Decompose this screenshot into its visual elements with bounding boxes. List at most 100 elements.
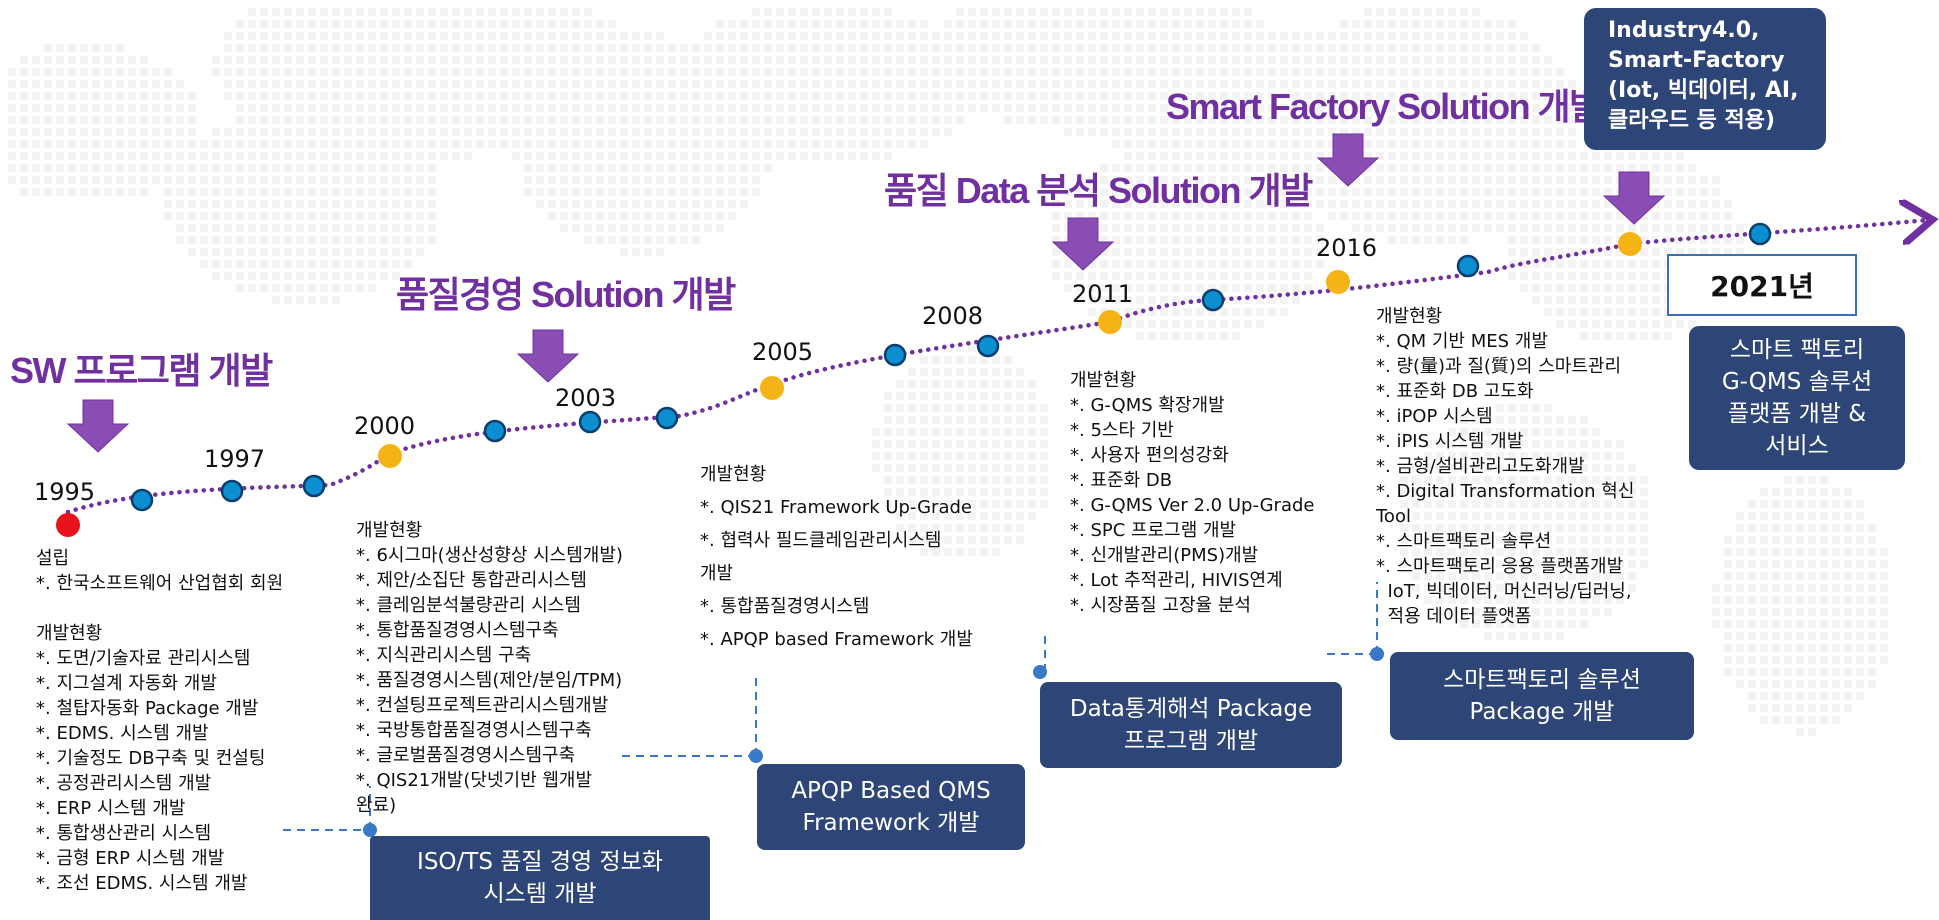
text-2011-line: *. G-QMS 확장개발: [1070, 395, 1225, 416]
connector-dot: [749, 749, 763, 763]
text-2000-line: *. QIS21개발(닷넷기반 웹개발: [356, 770, 593, 791]
text-1995-line: 개발현황: [36, 623, 103, 644]
text-2011-line: *. 시장품질 고장율 분석: [1070, 595, 1251, 616]
text-2011-line: *. 5스타 기반: [1070, 420, 1174, 441]
year-2021-box: 2021년: [1667, 254, 1857, 316]
milestone-node: [1618, 232, 1642, 256]
text-2011-line: *. SPC 프로그램 개발: [1070, 520, 1237, 541]
industry40-line: Industry4.0,: [1608, 18, 1760, 43]
text-1995-line: *. 한국소프트웨어 산업협회 회원: [36, 573, 284, 594]
text-2016-line: *. 금형/설비관리고도화개발: [1376, 456, 1585, 477]
connector-dot: [363, 823, 377, 837]
box-iso-line: 시스템 개발: [483, 881, 597, 907]
timeline-node: [1201, 288, 1225, 312]
text-2005-line: 개발: [700, 563, 734, 584]
industry40-line: 클라우드 등 적용): [1608, 108, 1776, 133]
start-node: [56, 513, 80, 537]
text-2016-line: *. QM 기반 MES 개발: [1376, 331, 1548, 352]
text-block-1995: 설립 *. 한국소프트웨어 산업협회 회원 개발현황 *. 도면/기술자료 관리…: [36, 546, 283, 896]
down-arrow-icon: [66, 399, 130, 453]
down-arrow-icon: [1602, 171, 1666, 225]
box-apqp-line: Framework 개발: [802, 810, 980, 836]
milestone-node: [378, 444, 402, 468]
timeline-node: [220, 479, 244, 503]
timeline-node: [655, 406, 679, 430]
text-2000-line: 개발현황: [356, 520, 423, 541]
year-2021-label: 2021년: [1710, 270, 1814, 303]
text-2016-line: 적용 데이터 플앳폼: [1376, 606, 1532, 627]
text-block-2005: 개발현황 *. QIS21 Framework Up-Grade *. 협력사 …: [700, 458, 973, 656]
text-2011-line: *. 사용자 편의성강화: [1070, 445, 1229, 466]
industry40-line: Smart-Factory: [1608, 48, 1785, 73]
milestone-node: [760, 376, 784, 400]
text-2000-line: *. 클레임분석불량관리 시스템: [356, 595, 581, 616]
year-2011: 2011: [1072, 280, 1134, 308]
text-2000-line: *. 통합품질경영시스템구축: [356, 620, 559, 641]
text-1995-line: *. 공정관리시스템 개발: [36, 773, 212, 794]
text-2011-line: *. Lot 추적관리, HIVIS연계: [1070, 570, 1283, 591]
text-2005-line: 개발현황: [700, 464, 767, 485]
text-block-2000: 개발현황 *. 6시그마(생산성향상 시스템개발) *. 제안/소집단 통합관리…: [356, 518, 623, 818]
text-2005-line: *. QIS21 Framework Up-Grade: [700, 497, 972, 518]
text-1995-line: *. 도면/기술자료 관리시스템: [36, 648, 251, 669]
text-2016-line: *. iPIS 시스템 개발: [1376, 431, 1524, 452]
text-2016-line: 개발현황: [1376, 306, 1443, 327]
year-2008: 2008: [922, 302, 984, 330]
down-arrow-icon: [516, 329, 580, 383]
text-2016-line: *. Digital Transformation 혁신: [1376, 481, 1635, 502]
text-1995-line: *. 조선 EDMS. 시스템 개발: [36, 873, 248, 894]
dashed-connectors: [283, 582, 1384, 837]
box-data-line: Data통계해석 Package: [1069, 696, 1313, 722]
text-2016-line: IoT, 빅데이터, 머신러닝/딥러닝,: [1376, 581, 1632, 602]
text-1995-line: [36, 596, 283, 621]
text-2016-line: *. iPOP 시스템: [1376, 406, 1493, 427]
milestone-node: [1098, 310, 1122, 334]
text-2011-line: *. G-QMS Ver 2.0 Up-Grade: [1070, 495, 1315, 516]
industry40-box: Industry4.0, Smart-Factory (Iot, 빅데이터, A…: [1584, 8, 1826, 150]
text-1995-line: *. 금형 ERP 시스템 개발: [36, 848, 225, 869]
timeline-node: [130, 488, 154, 512]
text-2011-line: *. 표준화 DB: [1070, 470, 1173, 491]
timeline-node: [976, 334, 1000, 358]
timeline-path: [65, 220, 1928, 515]
text-2016-line: *. 스마트팩토리 솔루션: [1376, 531, 1552, 552]
down-arrow-icon: [1316, 133, 1380, 187]
text-2005-line: *. 통합품질경영시스템: [700, 596, 870, 617]
box-apqp: APQP Based QMS Framework 개발: [757, 764, 1025, 850]
heading-sw-program: SW 프로그램 개발: [10, 350, 273, 391]
box-apqp-line: APQP Based QMS: [791, 778, 991, 804]
heading-quality-data: 품질 Data 분석 Solution 개발: [884, 170, 1313, 211]
text-2000-line: *. 6시그마(생산성향상 시스템개발): [356, 545, 623, 566]
timeline-node: [1456, 254, 1480, 278]
text-2000-line: *. 품질경영시스템(제안/분임/TPM): [356, 670, 623, 691]
text-1995-line: *. 지그설계 자동화 개발: [36, 673, 217, 694]
text-2016-line: *. 스마트팩토리 응용 플랫폼개발: [1376, 556, 1624, 577]
box-platform-line: 플랫폼 개발 &: [1727, 401, 1867, 427]
year-2005: 2005: [752, 338, 814, 366]
text-2016-line: *. 량(量)과 질(質)의 스마트관리: [1376, 356, 1622, 377]
down-arrow-icon: [1051, 217, 1115, 271]
heading-quality-management: 품질경영 Solution 개발: [396, 274, 736, 315]
text-2011-line: 개발현황: [1070, 370, 1137, 391]
box-data-package: Data통계해석 Package 프로그램 개발: [1040, 682, 1342, 768]
timeline-node: [1748, 222, 1772, 246]
year-1995: 1995: [34, 478, 96, 506]
map-dots: [8, 8, 1888, 736]
text-2005-line: *. 협력사 필드클레임관리시스템: [700, 530, 942, 551]
timeline-node: [883, 343, 907, 367]
box-platform-line: 스마트 팩토리: [1729, 337, 1865, 363]
box-platform-line: 서비스: [1765, 433, 1829, 459]
box-smart-line: Package 개발: [1469, 699, 1615, 725]
text-2005-line: *. APQP based Framework 개발: [700, 629, 973, 650]
text-2000-line: *. 컨설팅프로젝트관리시스템개발: [356, 695, 609, 716]
text-2016-line: Tool: [1376, 506, 1411, 527]
heading-smart-factory: Smart Factory Solution 개발: [1166, 86, 1602, 127]
year-1997: 1997: [204, 445, 266, 473]
milestone-node: [1326, 270, 1350, 294]
box-data-line: 프로그램 개발: [1123, 728, 1259, 754]
year-2016: 2016: [1316, 234, 1378, 262]
